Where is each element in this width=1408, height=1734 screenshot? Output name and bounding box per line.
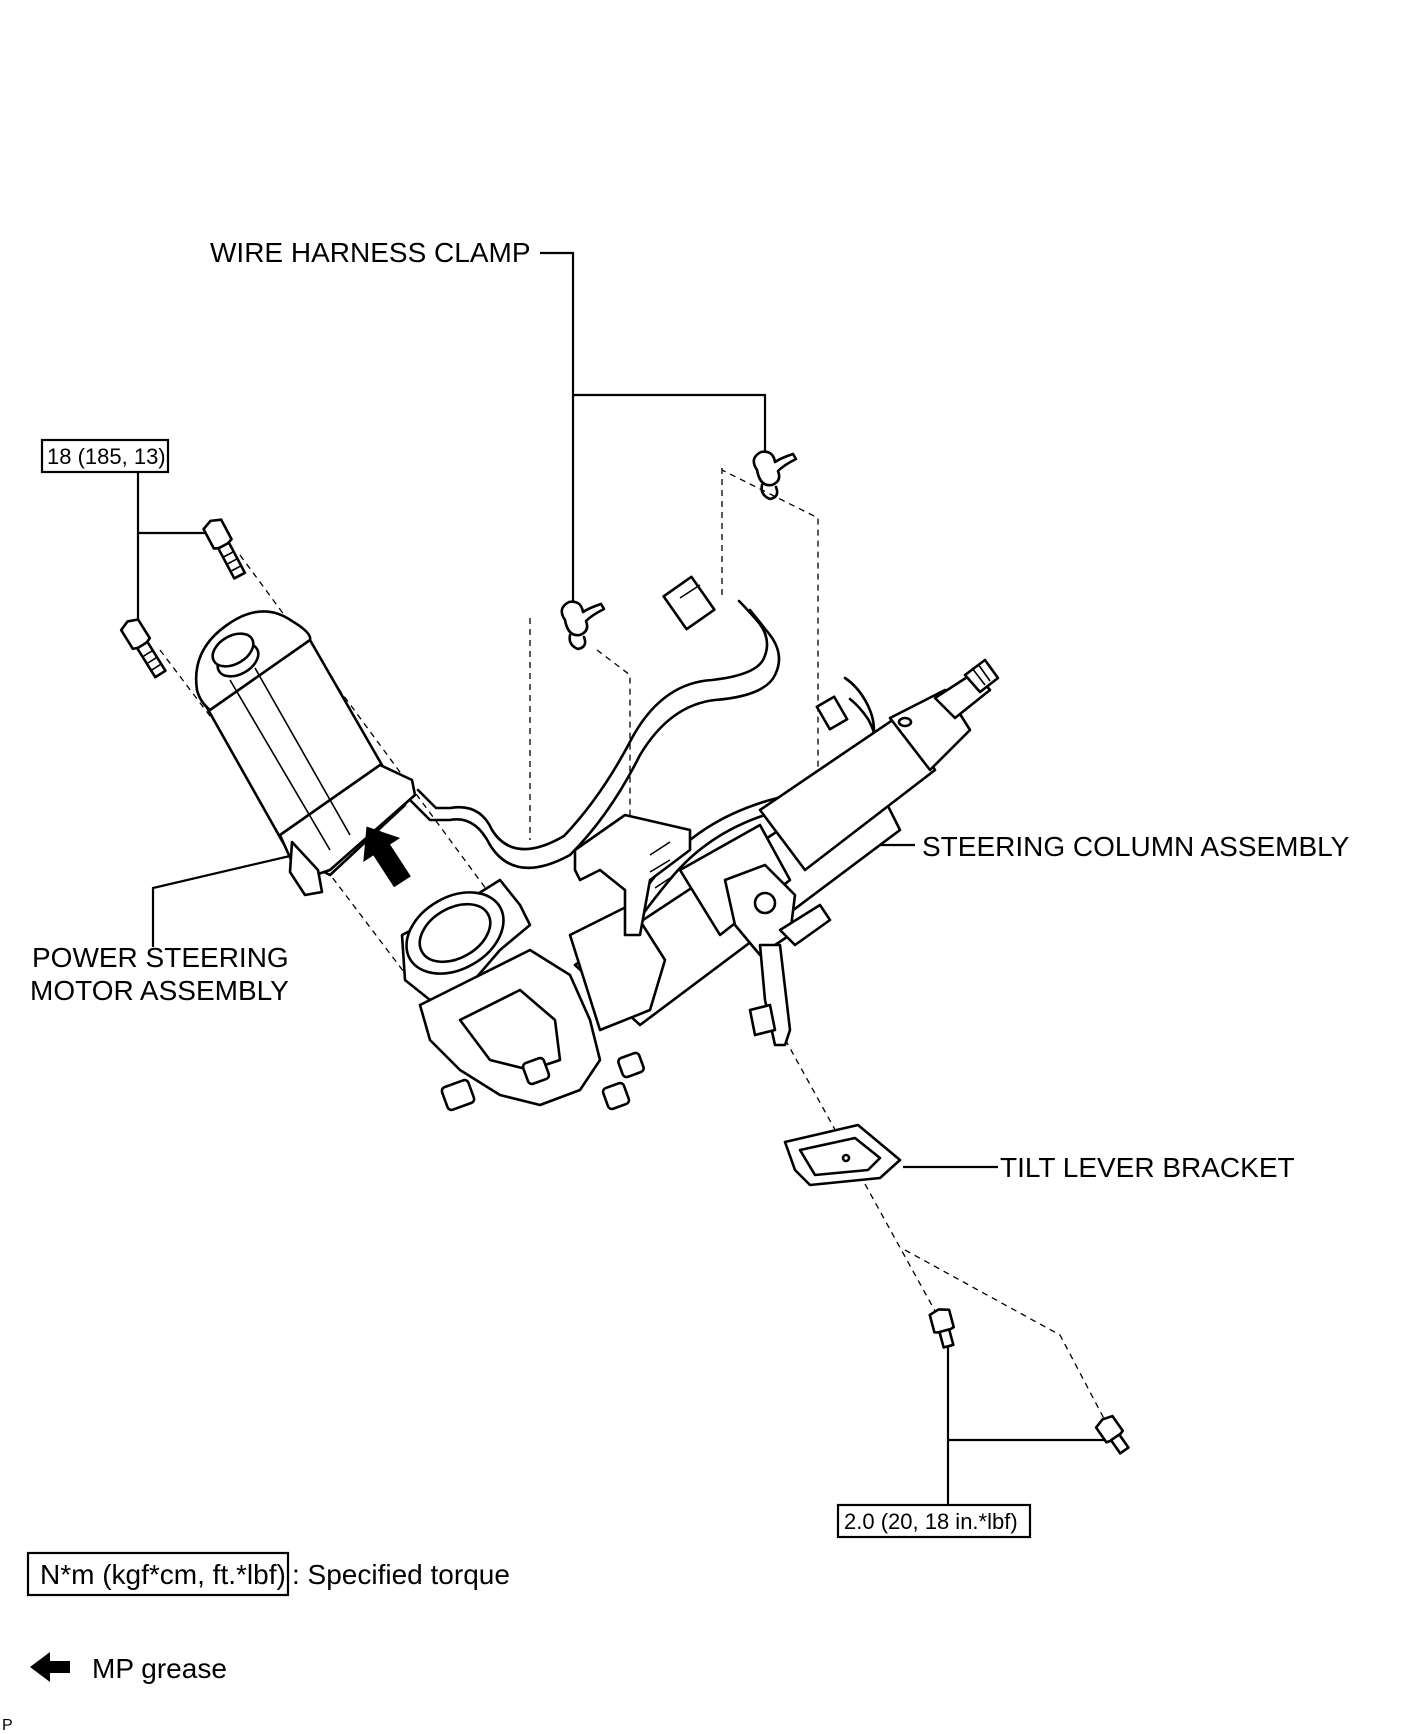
bracket-screw-left <box>928 1308 956 1349</box>
bracket-screw-right <box>1094 1414 1130 1455</box>
power-steering-motor-assembly <box>194 610 417 897</box>
torque-value-bracket-screws: 2.0 (20, 18 in.*lbf) <box>844 1509 1018 1534</box>
steering-column-assembly <box>400 658 1000 1112</box>
wire-harness-clamp-label: WIRE HARNESS CLAMP <box>210 237 531 268</box>
power-steering-motor-label-line2: MOTOR ASSEMBLY <box>30 975 289 1006</box>
legend-torque-units: N*m (kgf*cm, ft.*lbf) <box>40 1559 286 1590</box>
torque-value-motor-bolts: 18 (185, 13) <box>47 444 166 469</box>
torque-box-motor-bolts: 18 (185, 13) <box>40 438 170 474</box>
power-steering-motor-label-line1: POWER STEERING <box>32 942 289 973</box>
wire-harness-clamp-left <box>560 600 606 651</box>
motor-bolt-lower <box>119 618 167 679</box>
tilt-lever-bracket <box>783 1123 902 1187</box>
motor-bolt-upper <box>202 518 247 580</box>
legend: N*m (kgf*cm, ft.*lbf) : Specified torque… <box>26 1551 510 1684</box>
tilt-lever-bracket-label: TILT LEVER BRACKET <box>1000 1152 1295 1183</box>
wire-harness-clamp-right <box>752 450 798 501</box>
corner-mark: P <box>2 1717 13 1734</box>
legend-torque-text: : Specified torque <box>292 1559 510 1590</box>
steering-column-assembly-label: STEERING COLUMN ASSEMBLY <box>922 831 1350 862</box>
mp-grease-arrow-icon <box>363 826 411 888</box>
torque-box-bracket-screws: 2.0 (20, 18 in.*lbf) <box>836 1503 1032 1539</box>
black-arrow-left-icon <box>30 1652 70 1682</box>
legend-grease-text: MP grease <box>92 1653 227 1684</box>
